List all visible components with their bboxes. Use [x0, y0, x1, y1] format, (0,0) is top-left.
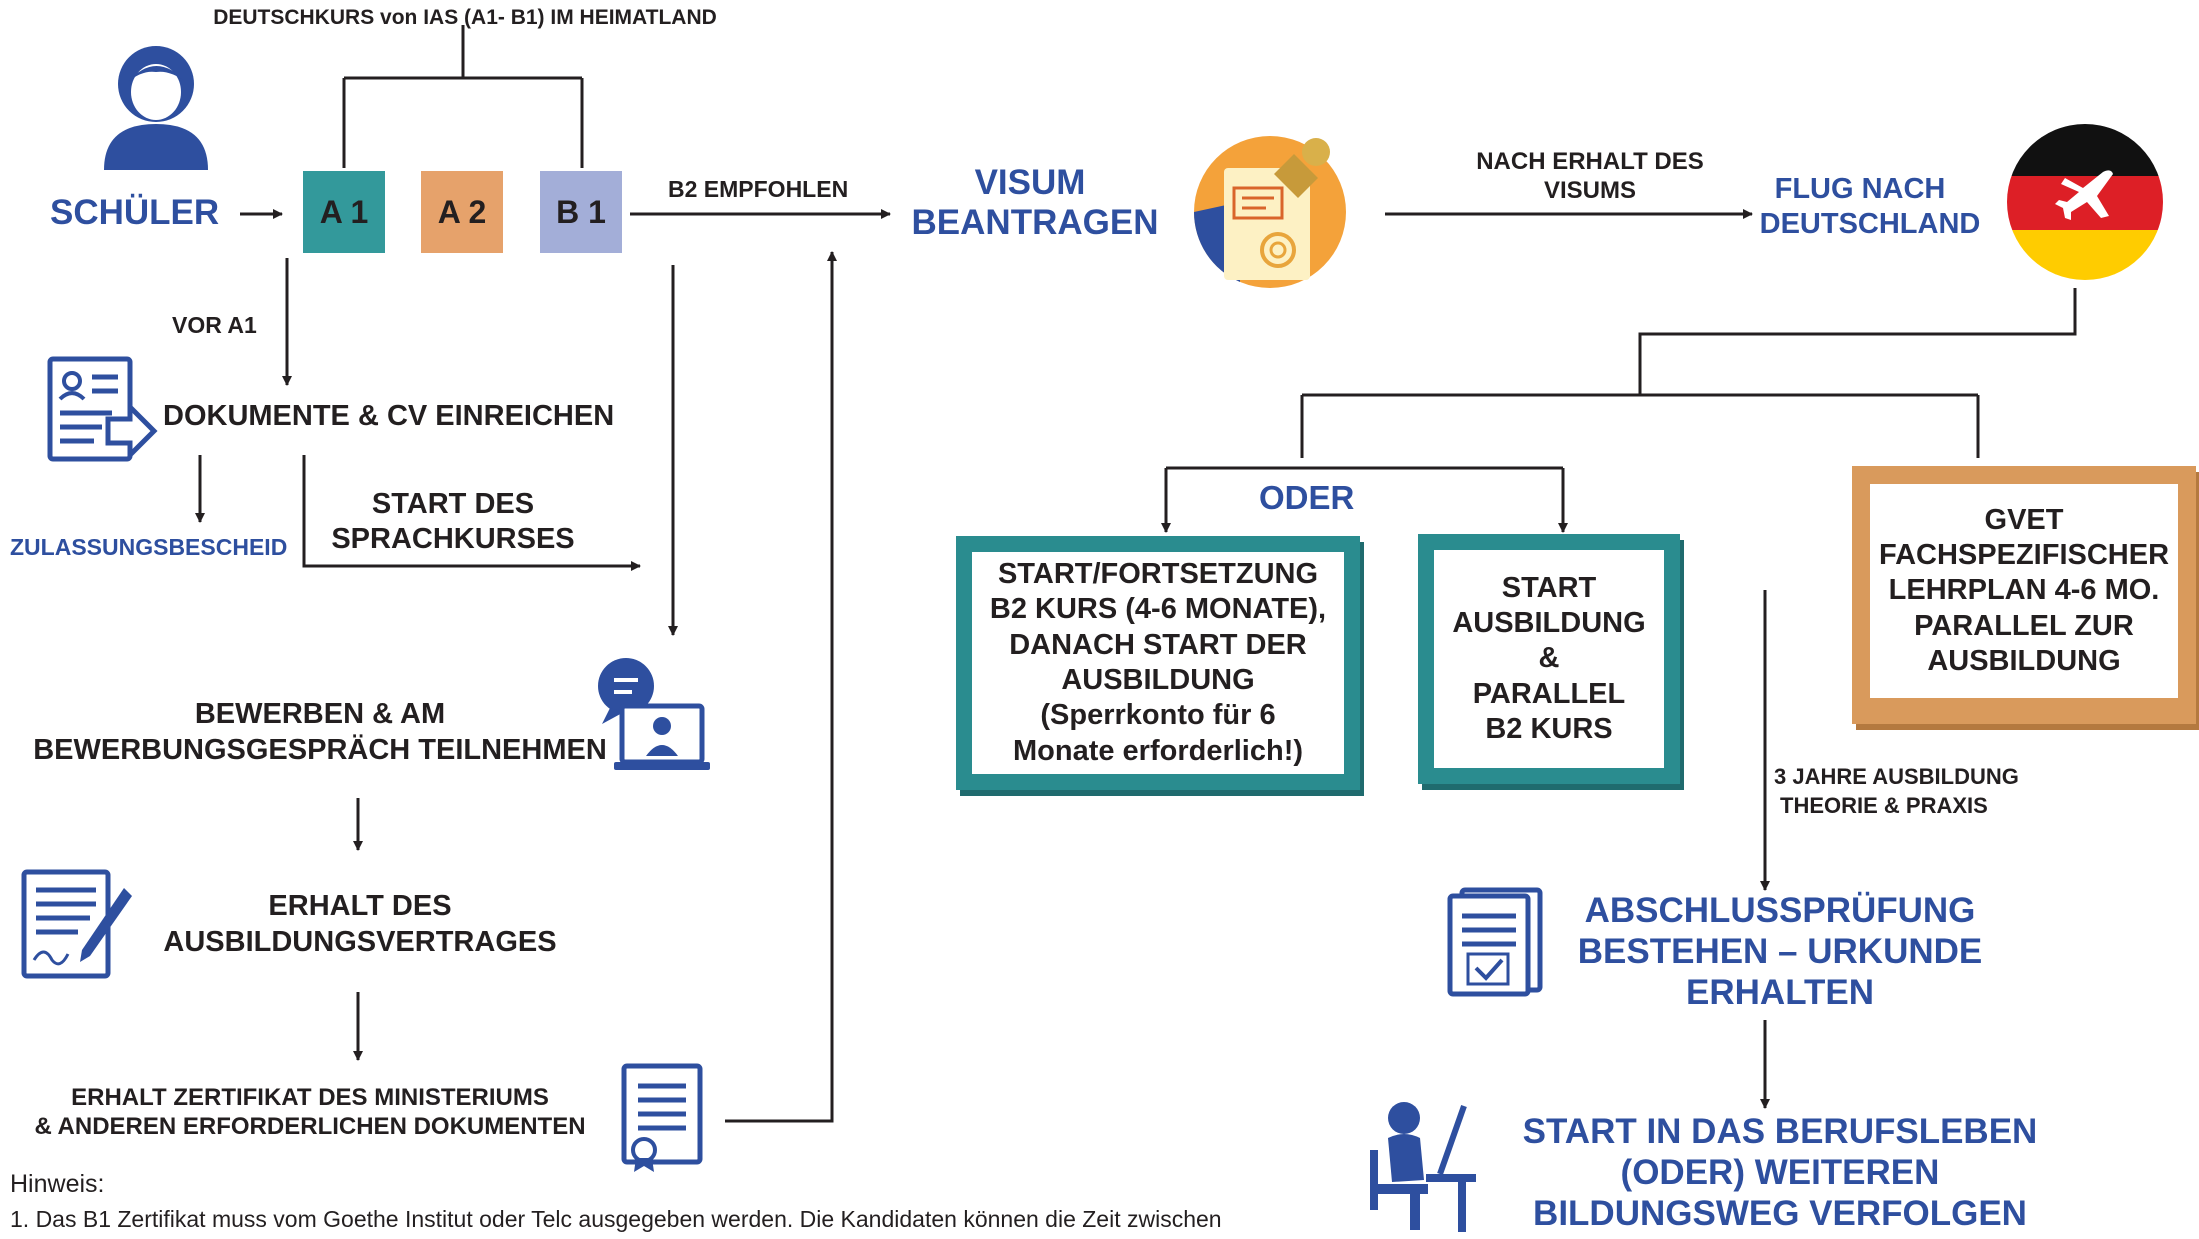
career-line2: (ODER) WEITEREN	[1620, 1153, 1940, 1192]
video-interview-icon	[592, 656, 712, 774]
career-line3: BILDUNGSWEG VERFOLGEN	[1533, 1194, 2027, 1233]
training-duration-line2: THEORIE & PRAXIS	[1780, 793, 1988, 818]
student-label: SCHÜLER	[50, 193, 220, 232]
gvet-line: PARALLEL ZUR	[1914, 609, 2134, 642]
document-cv-icon	[46, 355, 158, 465]
gvet-box: GVET FACHSPEZIFISCHER LEHRPLAN 4-6 MO. P…	[1852, 466, 2196, 724]
exam-line1: ABSCHLUSSPRÜFUNG	[1584, 891, 1976, 930]
flight-line2: DEUTSCHLAND	[1759, 208, 1981, 240]
start-course-line2: SPRACHKURSES	[331, 523, 575, 555]
after-visa-line2: VISUMS	[1543, 177, 1636, 204]
certificate-line1: ERHALT ZERTIFIKAT DES MINISTERIUMS	[71, 1084, 549, 1111]
visa-line2: BEANTRAGEN	[911, 203, 1159, 242]
option1-line: Monate erforderlich!)	[1012, 734, 1304, 767]
option1-line: B2 KURS (4-6 MONATE),	[989, 593, 1327, 626]
gvet-line: GVET	[1984, 503, 2064, 536]
before-a1-label: VOR A1	[172, 312, 257, 338]
exam-line2: BESTEHEN – URKUNDE	[1577, 932, 1983, 971]
start-course-line1: START DES	[371, 488, 535, 520]
option1-line: AUSBILDUNG	[1061, 664, 1255, 696]
career-line1: START IN DAS BERUFSLEBEN	[1522, 1112, 2038, 1151]
office-worker-icon	[1366, 1098, 1478, 1234]
documents-label: DOKUMENTE & CV EINREICHEN	[163, 400, 615, 432]
visa-stamp-icon	[1190, 130, 1350, 290]
line-flight-split	[1300, 288, 2077, 458]
gvet-line: FACHSPEZIFISCHER	[1878, 538, 2170, 571]
admission-label: ZULASSUNGSBESCHEID	[10, 534, 288, 560]
gvet-line: AUSBILDUNG	[1927, 645, 2121, 678]
note-text: 1. Das B1 Zertifikat muss vom Goethe Ins…	[10, 1206, 1222, 1232]
note-heading: Hinweis:	[10, 1170, 105, 1198]
option2-line: &	[1538, 642, 1560, 675]
option1-line: START/FORTSETZUNG	[997, 557, 1319, 590]
contract-line1: ERHALT DES	[268, 890, 452, 922]
exam-checklist-icon	[1446, 886, 1544, 998]
level-a1: A 1	[303, 171, 385, 253]
level-a2: A 2	[421, 171, 503, 253]
option2-box: START AUSBILDUNG & PARALLEL B2 KURS	[1418, 534, 1680, 784]
option2-line: AUSBILDUNG	[1452, 606, 1646, 639]
student-icon	[98, 42, 214, 170]
header-bracket	[342, 25, 584, 168]
option2-line: PARALLEL	[1472, 677, 1626, 710]
after-visa-line1: NACH ERHALT DES	[1476, 148, 1704, 175]
option1-line: (Sperrkonto für 6	[1040, 699, 1276, 732]
or-label: ODER	[1259, 479, 1355, 516]
contract-line2: AUSBILDUNGSVERTRAGES	[163, 926, 557, 958]
option1-line: DANACH START DER	[1009, 628, 1307, 661]
apply-line1: BEWERBEN & AM	[194, 698, 446, 730]
contract-signing-icon	[20, 866, 138, 984]
option2-line: START	[1501, 571, 1597, 604]
b2-recommended-label: B2 EMPFOHLEN	[668, 176, 849, 202]
training-duration-line1: 3 JAHRE AUSBILDUNG	[1774, 764, 2019, 789]
gvet-line: LEHRPLAN 4-6 MO.	[1888, 574, 2160, 607]
arrow-start-course	[302, 455, 641, 571]
option1-box: START/FORTSETZUNG B2 KURS (4-6 MONATE), …	[956, 536, 1360, 790]
option2-line: B2 KURS	[1485, 713, 1613, 746]
arrow-certificate-visa	[725, 251, 837, 1123]
apply-line2: BEWERBUNGSGESPRÄCH TEILNEHMEN	[33, 734, 607, 766]
certificate-line2: & ANDEREN ERFORDERLICHEN DOKUMENTEN	[34, 1113, 586, 1140]
certificate-icon	[620, 1062, 706, 1174]
flight-line1: FLUG NACH	[1774, 173, 1946, 205]
exam-line3: ERHALTEN	[1686, 973, 1874, 1012]
level-b1: B 1	[540, 171, 622, 253]
germany-flag-plane-icon	[2005, 122, 2165, 282]
visa-line1: VISUM	[974, 163, 1086, 202]
header-title: DEUTSCHKURS von IAS (A1- B1) IM HEIMATLA…	[213, 6, 717, 29]
